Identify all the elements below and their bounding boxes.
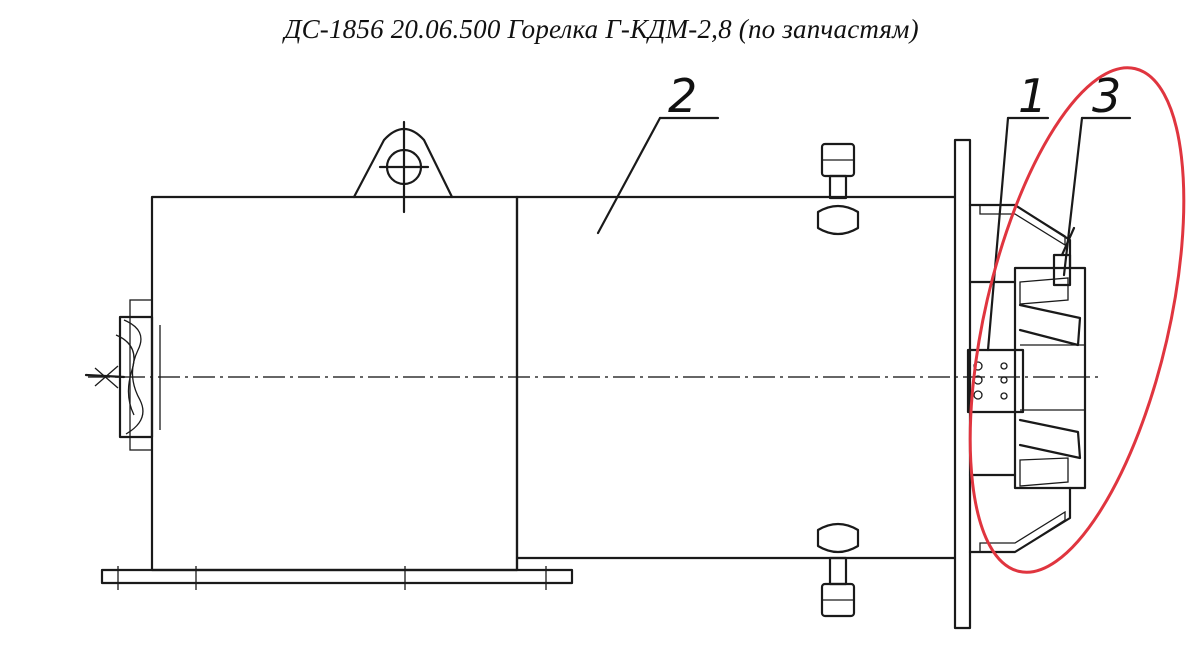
highlight-ellipse (968, 66, 1186, 574)
top-bolt (816, 142, 860, 236)
burner-head (966, 203, 1087, 554)
fan-cover (84, 299, 161, 451)
callout-2: 2 (668, 69, 697, 123)
bottom-bolt (816, 522, 860, 618)
main-body (515, 195, 957, 572)
flange-plate (953, 138, 972, 630)
lifting-eye (352, 120, 454, 214)
callout-3: 3 (1092, 69, 1121, 123)
callout-1: 1 (1018, 69, 1047, 123)
page-title: ДС-1856 20.06.500 Горелка Г-КДМ-2,8 (по … (284, 14, 919, 44)
housing-block (150, 195, 519, 572)
callout-leaders (596, 116, 1132, 352)
